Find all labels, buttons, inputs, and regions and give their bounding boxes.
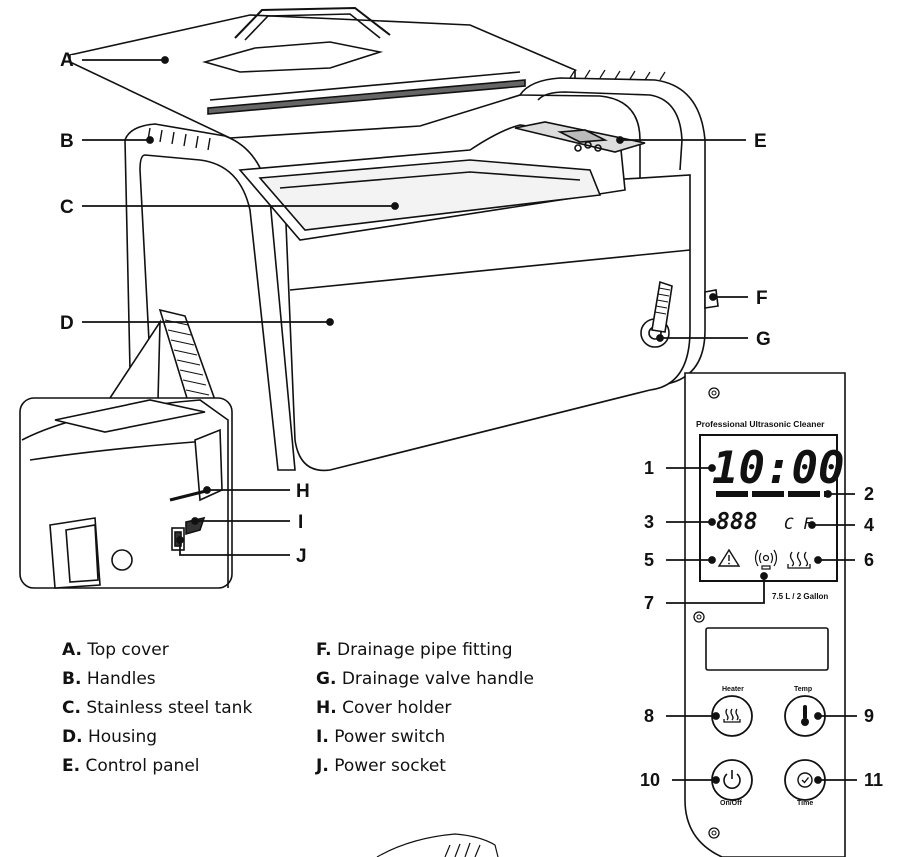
- heater-button[interactable]: [711, 695, 753, 737]
- callout-d: D: [60, 313, 74, 334]
- callout-a: A: [60, 50, 74, 71]
- legend-item-power-switch: I. Power switch: [316, 727, 446, 747]
- legend-item-handles: B. Handles: [62, 669, 156, 689]
- callout-i: I: [298, 512, 303, 533]
- lcd-progress-bar: [716, 491, 828, 497]
- top-cover: [67, 6, 578, 139]
- clock-icon: [797, 772, 813, 788]
- panel-number-4: 4: [864, 515, 874, 535]
- panel-number-leaders: [666, 464, 857, 784]
- panel-number-6: 6: [864, 550, 874, 570]
- lcd-temp-display: 888: [716, 509, 758, 535]
- panel-number-1: 1: [644, 458, 654, 478]
- screw-icon: [693, 611, 705, 623]
- panel-number-2: 2: [864, 484, 874, 504]
- callout-h: H: [296, 481, 310, 502]
- legend-item-top-cover: A. Top cover: [62, 640, 169, 660]
- callout-j: J: [296, 546, 307, 567]
- callout-f: F: [756, 288, 768, 309]
- legend-right-column: F. Drainage pipe fitting G. Drainage val…: [316, 636, 534, 781]
- secondary-display-window: [705, 627, 829, 671]
- basket-partial: [376, 833, 499, 857]
- power-icon: [723, 770, 741, 789]
- panel-title: Professional Ultrasonic Cleaner: [696, 419, 825, 429]
- callout-g: G: [756, 329, 771, 350]
- screw-icon: [708, 827, 720, 839]
- time-button[interactable]: [784, 759, 826, 801]
- legend-item-tank: C. Stainless steel tank: [62, 698, 253, 718]
- legend-left-column: A. Top cover B. Handles C. Stainless ste…: [62, 636, 252, 781]
- ultrasonic-icon: [754, 549, 778, 570]
- panel-number-8: 8: [644, 706, 654, 726]
- onoff-button-label: On/Off: [720, 800, 742, 807]
- callout-leaders: [82, 56, 748, 556]
- heater-icon: [723, 708, 741, 723]
- control-panel-detail: Professional Ultrasonic Cleaner 10:00 88…: [684, 372, 846, 857]
- legend-item-drainage-valve: G. Drainage valve handle: [316, 669, 534, 689]
- main-unit: [124, 69, 719, 472]
- warning-icon: [717, 548, 741, 567]
- panel-number-10: 10: [640, 770, 660, 790]
- heater-button-label: Heater: [722, 686, 744, 693]
- callout-e: E: [754, 131, 767, 152]
- temp-button-label: Temp: [794, 686, 812, 693]
- lcd-time-display: 10:00: [712, 443, 844, 494]
- heater-icon: [787, 551, 811, 569]
- callout-c: C: [60, 197, 74, 218]
- lcd-unit-display: C F: [784, 514, 813, 533]
- legend-item-cover-holder: H. Cover holder: [316, 698, 452, 718]
- panel-number-7: 7: [644, 593, 654, 613]
- panel-number-9: 9: [864, 706, 874, 726]
- legend-item-control-panel: E. Control panel: [62, 756, 200, 776]
- screw-icon: [708, 387, 720, 399]
- panel-number-3: 3: [644, 512, 654, 532]
- legend-item-drainage-fitting: F. Drainage pipe fitting: [316, 640, 513, 660]
- time-button-label: Time: [797, 800, 813, 807]
- callout-b: B: [60, 131, 74, 152]
- panel-number-11: 11: [864, 770, 883, 790]
- capacity-label: 7.5 L / 2 Gallon: [772, 592, 828, 601]
- panel-number-5: 5: [644, 550, 654, 570]
- temp-button[interactable]: [784, 695, 826, 737]
- thermometer-icon: [801, 705, 809, 726]
- legend-item-housing: D. Housing: [62, 727, 158, 747]
- legend-item-power-socket: J. Power socket: [316, 756, 446, 776]
